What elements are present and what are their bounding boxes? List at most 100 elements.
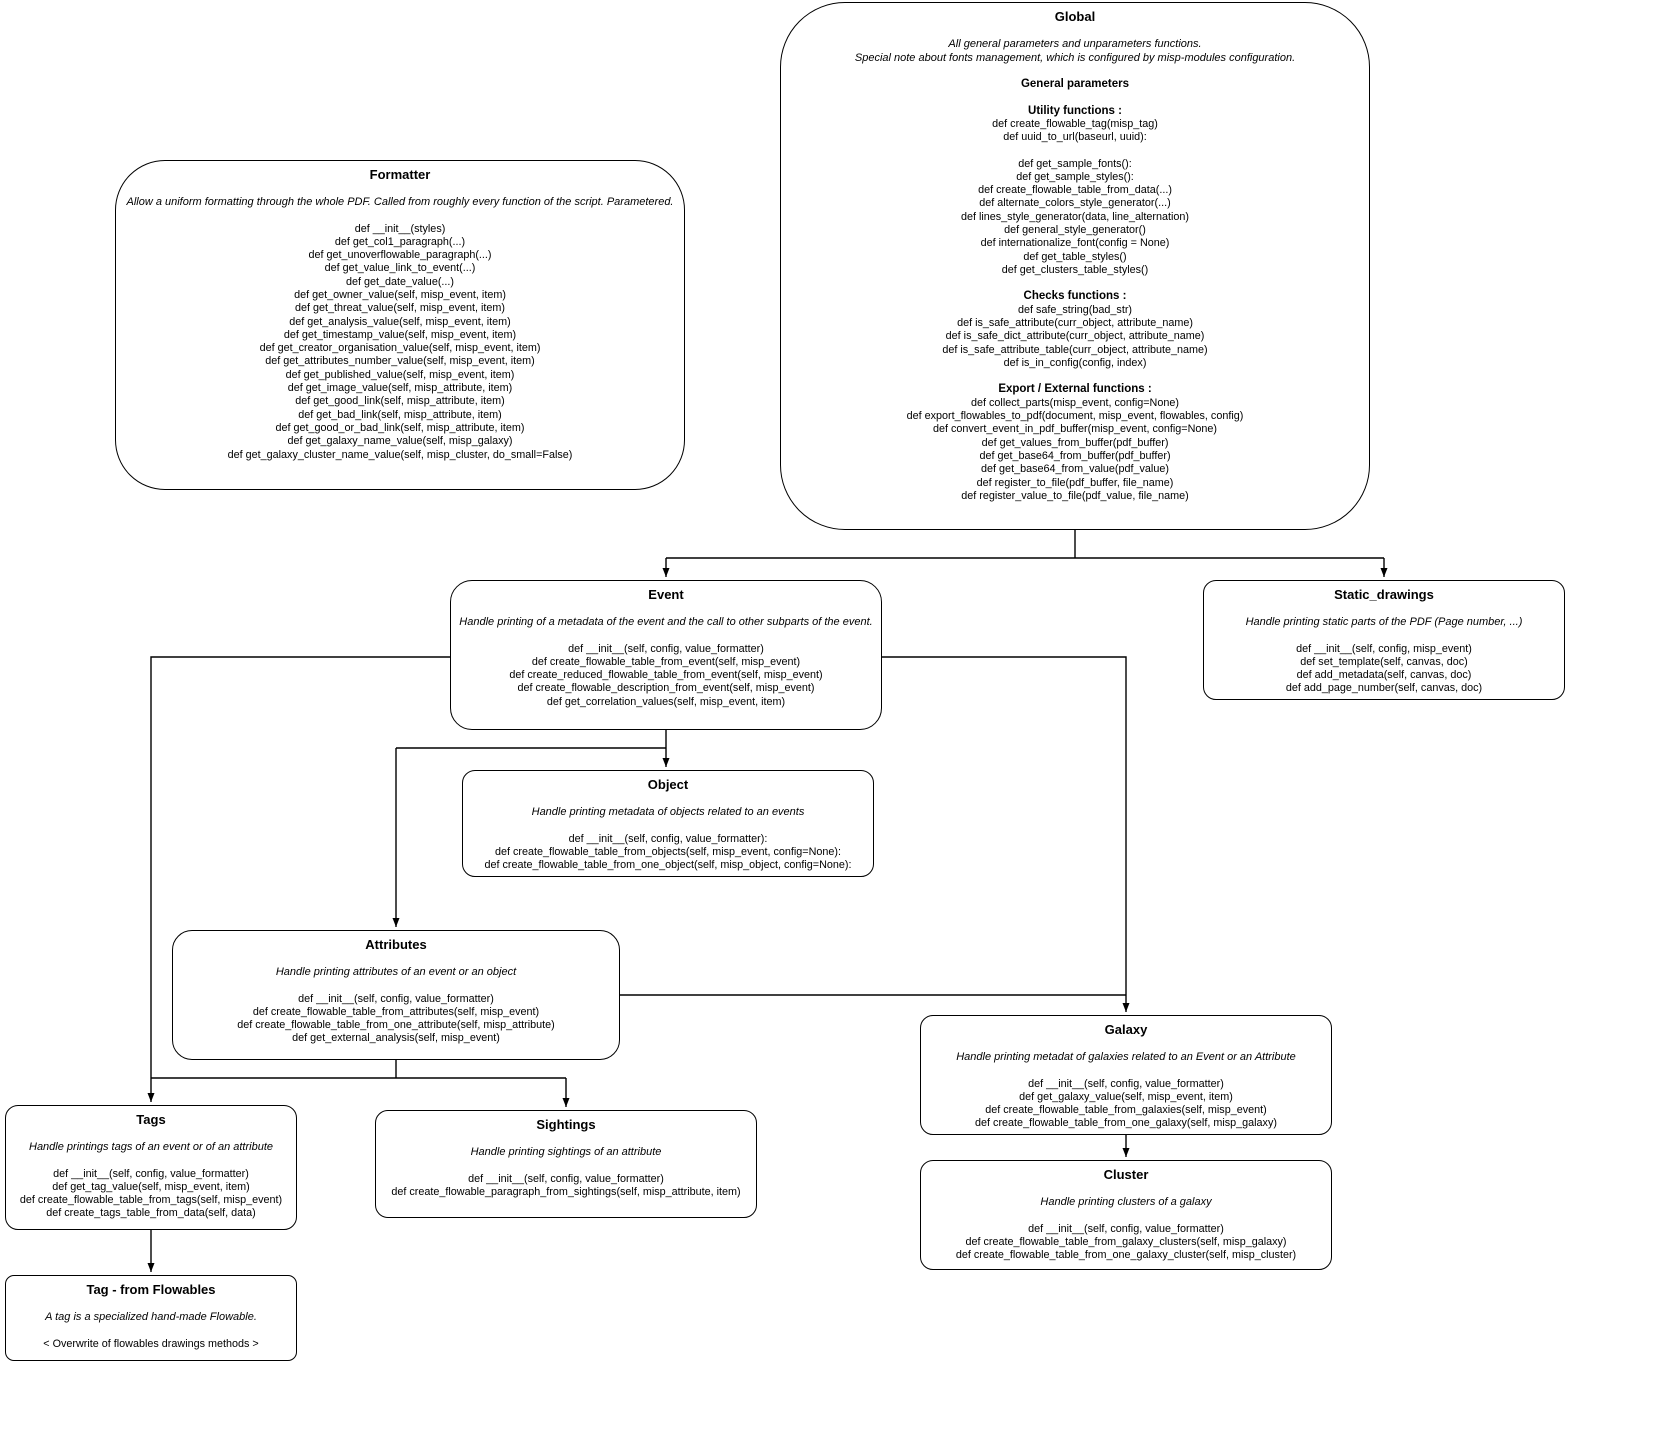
node-method-line: def get_creator_organisation_value(self,… [259, 342, 541, 355]
node-description: All general parameters and unparameters … [948, 38, 1202, 50]
node-spacer [471, 820, 865, 833]
node-spacer [459, 630, 873, 643]
node-method-line: def get_good_or_bad_link(self, misp_attr… [275, 421, 525, 434]
node-method-line: def set_template(self, canvas, doc) [1300, 655, 1468, 668]
node-spacer [124, 210, 676, 223]
node-method-line: def create_flowable_description_from_eve… [517, 682, 815, 695]
tag-from-flowables-node: Tag - from Flowables A tag is a specializ… [5, 1275, 297, 1361]
node-method-line: def general_style_generator() [1004, 224, 1146, 237]
node-spacer [929, 1210, 1323, 1223]
node-method-line: def is_in_config(config, index) [1003, 356, 1147, 369]
node-method-line: def get_values_from_buffer(pdf_buffer) [981, 436, 1169, 449]
node-method-line: def get_attributes_number_value(self, mi… [265, 355, 535, 368]
node-title: Formatter [369, 167, 431, 182]
node-method-line: def create_flowable_table_from_data(...) [978, 184, 1172, 197]
node-title: Galaxy [1104, 1022, 1148, 1037]
node-method-line: def get_clusters_table_styles() [1001, 263, 1149, 276]
node-spacer [789, 92, 1361, 105]
node-section-heading: Utility functions : [1028, 104, 1122, 117]
node-method-line: def export_flowables_to_pdf(document, mi… [906, 410, 1244, 423]
node-method-line: def get_timestamp_value(self, misp_event… [283, 328, 517, 341]
node-title: Sightings [536, 1117, 596, 1132]
node-method-line: < Overwrite of flowables drawings method… [43, 1337, 259, 1350]
node-section-heading: Export / External functions : [998, 383, 1152, 396]
node-method-line: def create_flowable_table_from_objects(s… [495, 845, 841, 858]
node-method-line: def alternate_colors_style_generator(...… [979, 197, 1171, 210]
node-method-line: def get_published_value(self, misp_event… [285, 368, 515, 381]
node-description: Handle printing metadat of galaxies rela… [956, 1051, 1296, 1063]
node-method-line: def is_safe_dict_attribute(curr_object, … [945, 330, 1205, 343]
node-spacer [929, 1065, 1323, 1078]
node-method-line: def get_base64_from_value(pdf_value) [981, 463, 1169, 476]
node-spacer [181, 980, 611, 993]
node-description: Allow a uniform formatting through the w… [126, 196, 674, 208]
node-method-line: def get_bad_link(self, misp_attribute, i… [298, 408, 502, 421]
node-method-line: def register_to_file(pdf_buffer, file_na… [976, 476, 1174, 489]
node-spacer [384, 1160, 748, 1173]
node-title: Static_drawings [1334, 587, 1434, 602]
node-description: Handle printing of a metadata of the eve… [459, 616, 873, 628]
node-method-line: def get_good_link(self, misp_attribute, … [295, 395, 505, 408]
node-method-line: def get_sample_fonts(): [1018, 157, 1132, 170]
node-description: Handle printing attributes of an event o… [275, 966, 517, 978]
connector-event-galaxy [882, 656, 1130, 1012]
node-spacer [929, 1183, 1323, 1196]
node-spacer [14, 1128, 288, 1141]
node-section-heading: General parameters [1020, 78, 1130, 90]
node-method-line: def uuid_to_url(baseurl, uuid): [1003, 131, 1147, 144]
node-description: Handle printing clusters of a galaxy [1040, 1196, 1212, 1208]
node-title: Tag - from Flowables [86, 1282, 216, 1297]
node-method-line: def create_flowable_table_from_one_objec… [484, 859, 852, 872]
node-method-line: def get_image_value(self, misp_attribute… [287, 382, 513, 395]
node-spacer [1212, 603, 1556, 616]
node-title: Event [648, 587, 684, 602]
node-method-line: def get_col1_paragraph(...) [334, 235, 466, 248]
node-spacer [14, 1298, 288, 1311]
node-method-line: def create_flowable_table_from_galaxies(… [985, 1104, 1267, 1117]
node-title: Tags [136, 1112, 166, 1127]
node-method-line: def __init__(self, config, value_formatt… [298, 992, 494, 1005]
node-method-line: def safe_string(bad_str) [1017, 303, 1133, 316]
node-method-line: def get_analysis_value(self, misp_event,… [289, 315, 511, 328]
node-method-line: def __init__(self, config, value_formatt… [568, 832, 768, 845]
connector-global-split [666, 530, 1384, 559]
node-spacer [124, 183, 676, 196]
node-description: Handle printings tags of an event or of … [29, 1141, 273, 1153]
node-method-line: def get_galaxy_cluster_name_value(self, … [227, 448, 573, 461]
node-method-line: def create_flowable_table_from_one_galax… [975, 1117, 1277, 1130]
node-method-line: def create_flowable_table_from_one_galax… [955, 1249, 1297, 1262]
node-method-line: def get_table_styles() [1023, 250, 1127, 263]
node-title: Attributes [365, 937, 427, 952]
node-method-line: def get_date_value(...) [345, 275, 455, 288]
node-spacer [384, 1133, 748, 1146]
node-method-line: def get_galaxy_value(self, misp_event, i… [1019, 1090, 1233, 1103]
connector-event-tags [147, 656, 450, 1102]
node-description: A tag is a specialized hand-made Flowabl… [45, 1311, 257, 1323]
connector-event-elbow [396, 730, 667, 749]
node-method-line: def register_value_to_file(pdf_value, fi… [961, 489, 1189, 502]
node-method-line: def is_safe_attribute(curr_object, attri… [957, 317, 1193, 330]
node-method-line: def __init__(self, config, value_formatt… [468, 1172, 664, 1185]
node-method-line: def create_flowable_table_from_tags(self… [19, 1194, 283, 1207]
connector-attributes-split [151, 1060, 566, 1079]
node-method-line: def __init__(styles) [354, 222, 446, 235]
node-method-line: def get_value_link_to_event(...) [324, 262, 476, 275]
node-title: Cluster [1103, 1167, 1149, 1182]
node-method-line: def create_flowable_table_from_attribute… [252, 1005, 540, 1018]
node-spacer [181, 953, 611, 966]
node-spacer [789, 370, 1361, 383]
node-method-line: def __init__(self, config, value_formatt… [568, 642, 764, 655]
node-method-line: def __init__(self, config, value_formatt… [1028, 1222, 1224, 1235]
node-method-line: def add_page_number(self, canvas, doc) [1285, 682, 1483, 695]
node-title: Global [1054, 9, 1096, 24]
node-spacer [929, 1038, 1323, 1051]
node-spacer [789, 65, 1361, 78]
node-spacer [14, 1325, 288, 1338]
node-method-line: def get_correlation_values(self, misp_ev… [546, 695, 786, 708]
node-method-line: def internationalize_font(config = None) [980, 237, 1170, 250]
